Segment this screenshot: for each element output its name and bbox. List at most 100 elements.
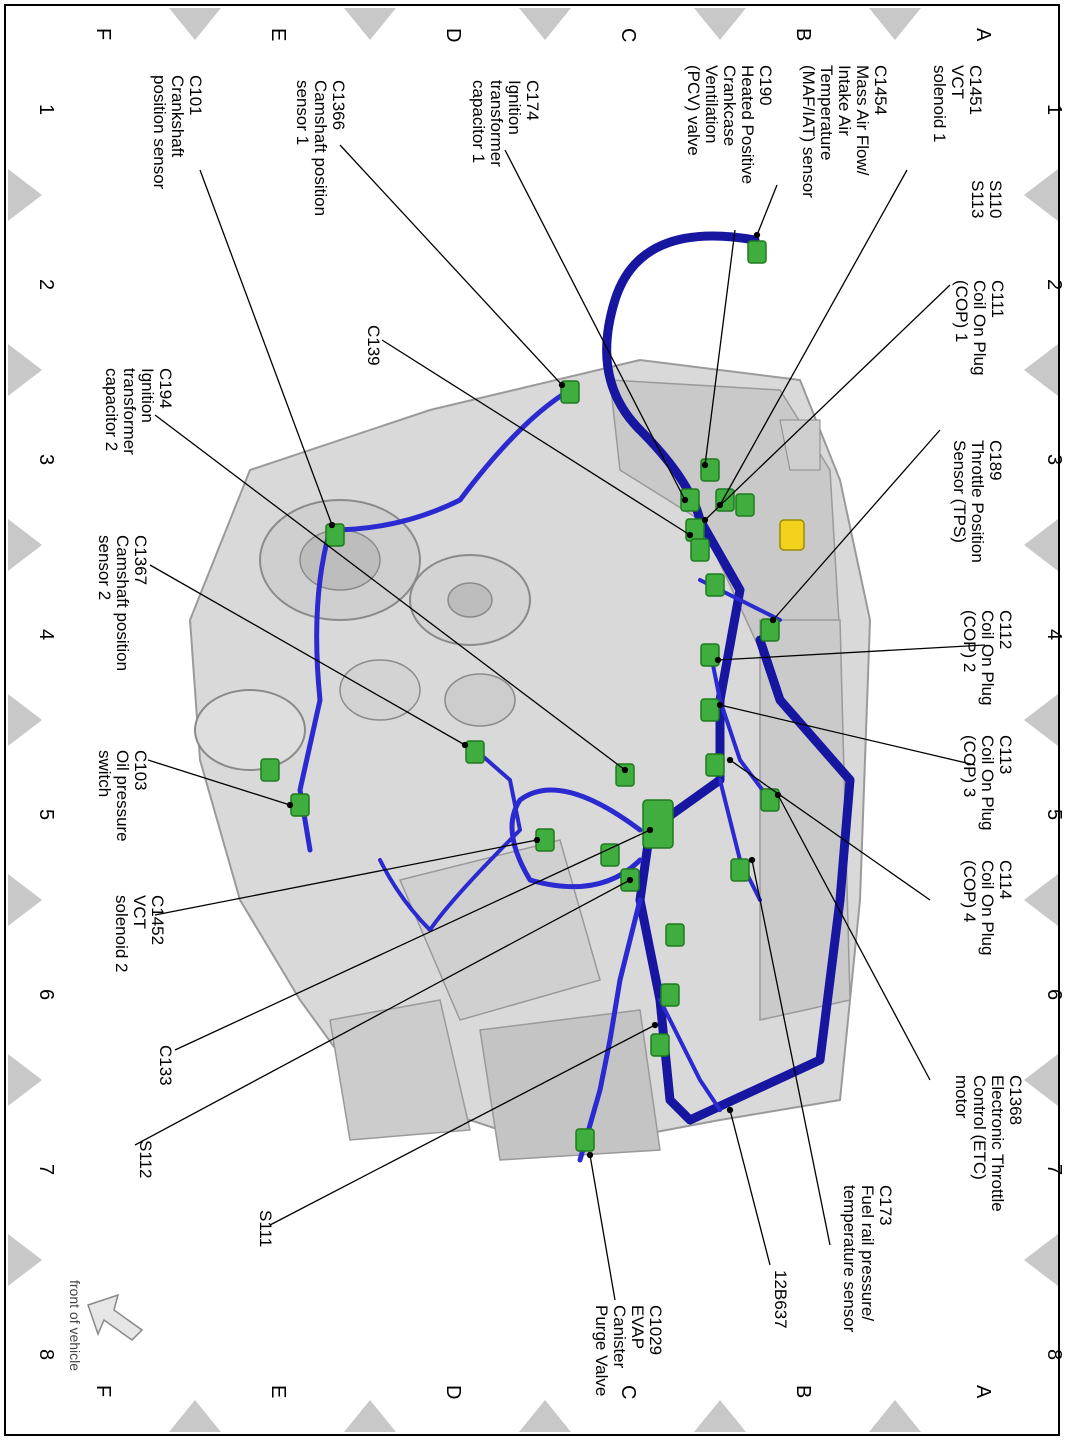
- connector-27: [600, 843, 620, 867]
- callout-c113-line-2: (COP) 3: [960, 735, 979, 797]
- callout-c1368-line-1: Electronic Throttle: [988, 1075, 1007, 1212]
- callout-c1366-line-1: Camshaft position: [311, 80, 330, 216]
- leader-line-22: [589, 1154, 616, 1301]
- edge-marker-left-3: [8, 694, 42, 746]
- connector-11: [705, 753, 725, 777]
- callout-c189-line-1: Throttle Position: [968, 440, 987, 563]
- wiring-harness: [297, 231, 855, 1163]
- connector-25: [560, 380, 580, 404]
- leader-tip-11: [714, 656, 722, 664]
- front-arrow-icon: [87, 1293, 144, 1341]
- leader-line-16: [174, 829, 651, 1051]
- callout-c1367-line-0: C1367: [131, 535, 150, 585]
- callout-c112-line-1: Coil On Plug: [978, 610, 997, 705]
- callout-c173-line-1: Fuel rail pressure/: [858, 1185, 877, 1321]
- callout-c101-line-1: Crankshaft: [168, 75, 187, 157]
- grid-row-a-bottom: A: [972, 1385, 994, 1399]
- connector-24: [260, 758, 280, 782]
- grid-row-c-top: C: [617, 28, 639, 42]
- callout-c1454-line-0: C1454: [871, 65, 890, 115]
- grid-col-6-left: 6: [35, 989, 57, 1000]
- grid-col-4-right: 4: [1043, 629, 1065, 640]
- leader-tip-6: [701, 516, 709, 524]
- grid-col-3-right: 3: [1043, 454, 1065, 465]
- callout-c189-line-0: C189: [986, 440, 1005, 481]
- callout-c1366-line-0: C1366: [329, 80, 348, 130]
- grid-row-d-top: D: [442, 28, 464, 42]
- leader-line-8: [154, 414, 626, 771]
- leader-line-5: [199, 169, 333, 526]
- connector-13: [730, 858, 750, 882]
- callout-c111-line-2: (COP) 1: [952, 280, 971, 342]
- grid-col-5-left: 5: [35, 809, 57, 820]
- callout-c113-line-1: Coil On Plug: [978, 735, 997, 830]
- leader-line-19: [751, 859, 831, 1246]
- edge-marker-left-0: [8, 169, 42, 221]
- connector-main: [642, 799, 674, 849]
- callout-c173-line-0: C173: [876, 1185, 895, 1226]
- connector-0: [747, 240, 767, 264]
- leader-line-7: [381, 339, 691, 536]
- grid-row-c-bottom: C: [617, 1385, 639, 1399]
- callout-c1029-line-3: Purge Valve: [592, 1305, 611, 1396]
- edge-marker-right-4: [1024, 874, 1058, 926]
- grid-col-1-right: 1: [1043, 104, 1065, 115]
- callout-p12b637-line-0: 12B637: [771, 1270, 790, 1329]
- callout-c133-line-0: C133: [156, 1045, 175, 1086]
- edge-marker-top-4: [869, 8, 921, 40]
- callout-c189-line-2: Sensor (TPS): [950, 440, 969, 543]
- grid-row-e-top: E: [267, 28, 289, 41]
- grid-row-d-bottom: D: [442, 1385, 464, 1399]
- callout-c101-line-0: C101: [186, 75, 205, 116]
- callout-c113-line-0: C113: [996, 735, 1015, 774]
- callout-c190-line-0: C190: [756, 65, 775, 106]
- leader-tip-2: [701, 461, 709, 469]
- grid-row-f-top: F: [92, 28, 114, 40]
- leader-tip-22: [586, 1151, 594, 1159]
- leader-line-18: [134, 879, 631, 1146]
- leader-tip-4: [558, 381, 566, 389]
- callout-s112: S112: [136, 1140, 155, 1178]
- leader-lines: [134, 144, 986, 1301]
- callout-c1366-line-2: sensor 1: [293, 80, 312, 145]
- leader-tip-18: [626, 876, 634, 884]
- leader-line-3: [504, 149, 686, 501]
- edge-marker-top-3: [694, 8, 746, 40]
- edge-marker-right-5: [1024, 1054, 1058, 1106]
- connector-16: [650, 1033, 670, 1057]
- leader-line-14: [729, 759, 931, 901]
- grid-col-8-right: 8: [1043, 1349, 1065, 1360]
- callout-c1451-line-1: VCT: [948, 65, 967, 99]
- callout-s111-line-0: S111: [256, 1210, 275, 1247]
- edge-markers: [8, 8, 1058, 1432]
- connector-15: [660, 983, 680, 1007]
- leader-line-17: [777, 794, 931, 1081]
- callout-c112-line-0: C112: [996, 610, 1015, 649]
- callout-c173-line-2: temperature sensor: [840, 1185, 859, 1333]
- leader-line-6: [704, 284, 951, 521]
- leader-tip-19: [748, 856, 756, 864]
- front-of-vehicle-label: front of vehicle: [67, 1280, 83, 1371]
- callout-c111-line-1: Coil On Plug: [970, 280, 989, 375]
- callout-c1367-line-1: Camshaft position: [113, 535, 132, 671]
- callout-c174-line-1: Ignition: [505, 80, 524, 135]
- callout-c114-line-0: C114: [996, 860, 1015, 899]
- grid-col-5-right: 5: [1043, 809, 1065, 820]
- callout-c1029-line-2: Canister: [610, 1305, 629, 1369]
- connector-26: [575, 1128, 595, 1152]
- callout-s111: S111: [256, 1210, 275, 1247]
- connector-22: [325, 523, 345, 547]
- leader-tip-9: [769, 616, 777, 624]
- edge-marker-right-2: [1024, 519, 1058, 571]
- callout-c1452-line-0: C1452: [148, 895, 167, 945]
